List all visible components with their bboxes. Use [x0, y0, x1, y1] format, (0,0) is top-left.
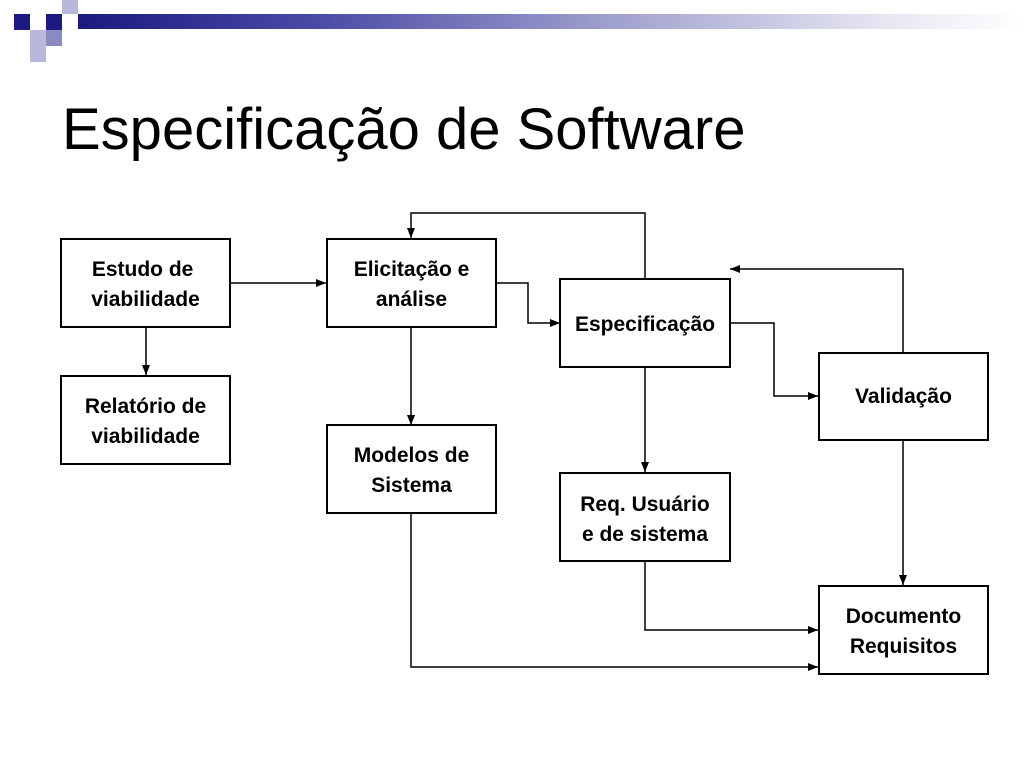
edge-validacao-especificacao — [730, 265, 904, 352]
node-label: Relatório de viabilidade — [84, 395, 207, 448]
deco-square — [30, 46, 46, 62]
deco-square — [14, 14, 30, 30]
edge-elicitacao-especificacao — [496, 282, 560, 327]
node-label: Validação — [855, 385, 952, 408]
node-validacao: Validação — [818, 352, 989, 441]
node-label: Estudo de viabilidade — [91, 258, 200, 311]
header-decoration — [0, 0, 1024, 64]
node-modelos-sistema: Modelos de Sistema — [326, 424, 497, 514]
node-especificacao: Especificação — [559, 278, 731, 368]
node-label: Req. Usuário e de sistema — [580, 493, 710, 546]
node-label: Documento Requisitos — [845, 605, 962, 658]
deco-square — [30, 30, 46, 46]
deco-square — [46, 14, 62, 30]
deco-square — [62, 0, 78, 14]
node-label: Especificação — [574, 313, 716, 336]
node-estudo-viabilidade: Estudo de viabilidade — [60, 238, 231, 328]
node-req-usuario-sistema: Req. Usuário e de sistema — [559, 472, 731, 562]
edge-especificacao-elicitacao — [407, 212, 646, 278]
deco-square — [46, 30, 62, 46]
node-relatorio-viabilidade: Relatório de viabilidade — [60, 375, 231, 465]
node-label: Modelos de Sistema — [353, 444, 470, 497]
node-elicitacao-analise: Elicitação e análise — [326, 238, 497, 328]
node-label: Elicitação e análise — [353, 258, 470, 311]
deco-gradient-bar — [78, 14, 1024, 29]
edge-especificacao-validacao — [730, 322, 818, 400]
edge-requsuario-documento — [644, 562, 818, 634]
slide-title: Especificação de Software — [62, 97, 746, 162]
node-documento-requisitos: Documento Requisitos — [818, 585, 989, 675]
edge-modelos-documento — [410, 514, 818, 671]
